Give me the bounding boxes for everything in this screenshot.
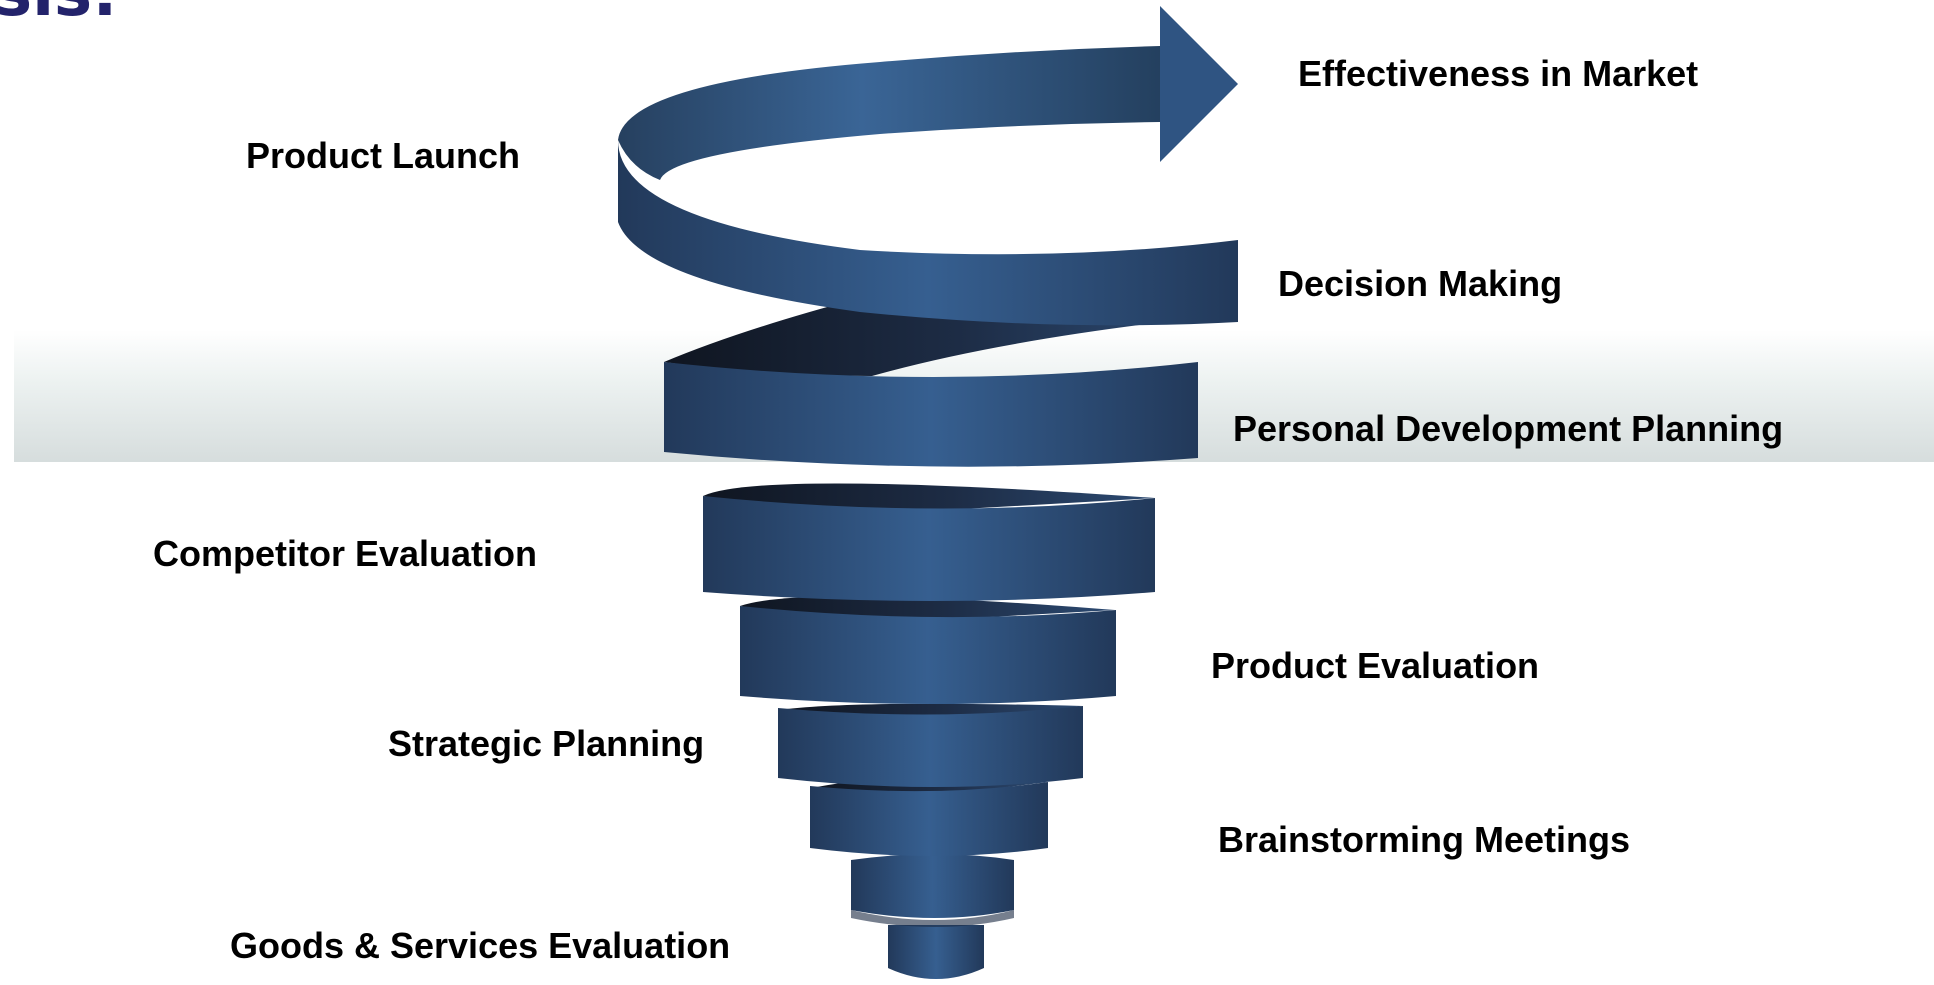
- page-title-fragment: sis:: [0, 0, 118, 26]
- stage-label-competitor-evaluation: Competitor Evaluation: [153, 533, 538, 574]
- spiral-ring-5: [778, 706, 1083, 787]
- stage-label-strategic-planning: Strategic Planning: [388, 723, 705, 764]
- spiral-ring-6: [810, 782, 1048, 856]
- stage-label-effectiveness-in-market: Effectiveness in Market: [1298, 53, 1699, 94]
- spiral-ring-3-shadow: [703, 483, 1155, 512]
- spiral-ring-3: [703, 496, 1155, 601]
- stage-label-brainstorming-meetings: Brainstorming Meetings: [1218, 819, 1631, 860]
- spiral-ring-1: [618, 140, 1238, 326]
- spiral-arrow-ribbon: [618, 46, 1160, 180]
- spiral-ring-4: [740, 606, 1116, 704]
- stage-label-decision-making: Decision Making: [1278, 263, 1563, 304]
- stage-label-product-launch: Product Launch: [246, 135, 521, 176]
- stage-label-personal-development-planning: Personal Development Planning: [1233, 408, 1784, 449]
- stage-label-goods-services-evaluation: Goods & Services Evaluation: [230, 925, 731, 966]
- spiral-arrow-head: [1160, 6, 1238, 162]
- spiral-ring-2: [664, 362, 1198, 467]
- spiral-stem: [888, 925, 984, 979]
- stage-label-product-evaluation: Product Evaluation: [1211, 645, 1540, 686]
- spiral-ring-7: [851, 854, 1014, 918]
